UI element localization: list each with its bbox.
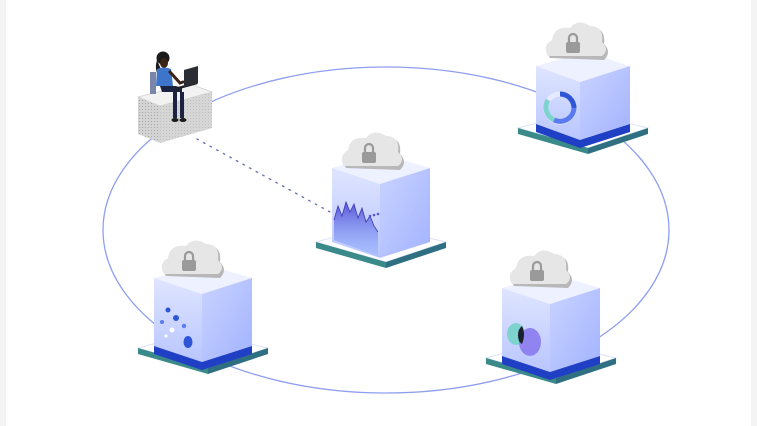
venn-diagram-icon: [507, 323, 541, 356]
right-edge-strip: [751, 0, 757, 426]
venn-data-store: [484, 250, 618, 384]
cloud-lock-icon: [341, 132, 404, 170]
cloud-lock-icon: [545, 22, 608, 61]
left-edge-strip: [0, 0, 6, 426]
connection-ring: [102, 66, 670, 394]
scatter-plot-icon: [160, 307, 193, 348]
donut-data-store: [516, 22, 650, 154]
user-connector-line: [196, 138, 331, 213]
person-at-laptop-icon: [150, 51, 198, 122]
cloud-lock-icon: [509, 250, 572, 288]
analytics-data-store: [314, 132, 448, 268]
area-chart-icon: [333, 200, 380, 256]
cloud-lock-icon: [161, 240, 224, 278]
user-workstation: [136, 51, 214, 143]
cube-body: [154, 264, 252, 370]
donut-chart-icon: [543, 91, 577, 125]
scatter-data-store: [136, 240, 270, 374]
